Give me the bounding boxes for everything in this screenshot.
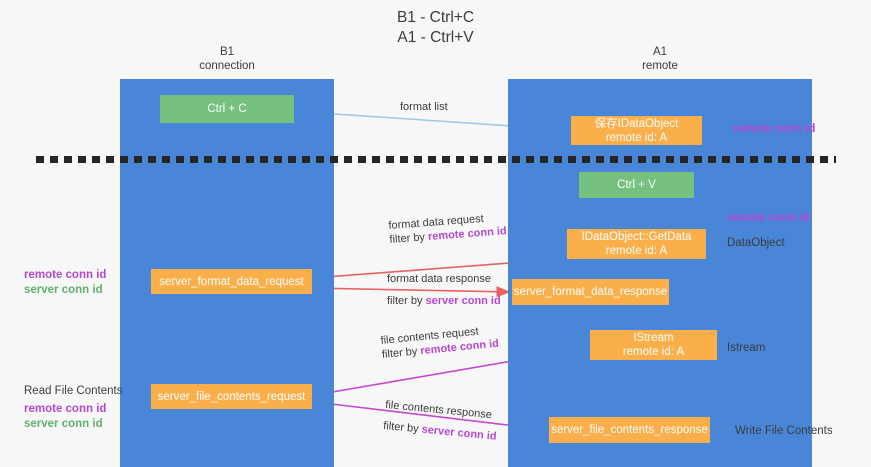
node-ctrl-c[interactable]: Ctrl + C <box>160 95 294 123</box>
column-header-a1-line2: remote <box>642 59 678 72</box>
filter-by-prefix: filter by <box>389 231 429 246</box>
node-server-file-contents-request-label: server_file_contents_request <box>157 390 306 403</box>
filter-by-prefix: filter by <box>382 419 423 436</box>
annotation-left-server-conn-id-2: server conn id <box>24 418 103 430</box>
keyword-server-conn-id: server conn id <box>425 295 501 307</box>
annotation-istream: Istream <box>727 342 766 354</box>
node-ctrl-c-label: Ctrl + C <box>207 103 247 115</box>
node-istream-line1: IStream <box>633 332 674 344</box>
phase-divider <box>36 156 836 163</box>
column-header-b1: B1 connection <box>120 46 334 73</box>
node-save-idataobject-line2: remote id: A <box>605 131 668 144</box>
annotation-read-file-contents: Read File Contents <box>24 385 123 397</box>
annotation-group-left-bottom: remote conn id server conn id <box>24 402 106 432</box>
node-server-format-data-request-label: server_format_data_request <box>159 275 304 288</box>
node-server-format-data-request[interactable]: server_format_data_request <box>151 269 312 294</box>
filter-by-prefix: filter by <box>381 345 421 361</box>
arrow-format-data-response <box>311 286 511 298</box>
node-server-file-contents-response[interactable]: server_file_contents_response <box>549 417 710 443</box>
annotation-write-file-contents: Write File Contents <box>735 425 833 437</box>
node-server-format-data-response-label: server_format_data_response <box>513 286 668 298</box>
node-idataobject-getdata-line2: remote id: A <box>605 245 668 257</box>
node-ctrl-v-label: Ctrl + V <box>617 179 656 191</box>
annotation-left-remote-conn-id-1: remote conn id <box>24 269 107 281</box>
node-save-idataobject[interactable]: 保存IDataObject remote id: A <box>571 116 702 145</box>
node-server-file-contents-request[interactable]: server_file_contents_request <box>151 384 312 409</box>
annotation-remote-conn-id-mid: remote conn id <box>727 212 810 224</box>
edge-label-format-data-response: format data response filter by server co… <box>387 272 501 308</box>
page-title: B1 - Ctrl+C A1 - Ctrl+V <box>0 8 871 48</box>
edge-label-format-data-response-line2: filter by server conn id <box>387 294 501 308</box>
column-header-b1-line1: B1 <box>219 46 235 58</box>
column-header-a1: A1 remote <box>508 46 812 73</box>
annotation-left-server-conn-id-1: server conn id <box>24 284 103 296</box>
node-save-idataobject-line1: 保存IDataObject <box>594 117 679 130</box>
column-header-b1-line2: connection <box>199 59 255 72</box>
edge-label-format-list-line1: format list <box>400 101 448 113</box>
annotation-group-left-top: remote conn id server conn id <box>24 268 106 298</box>
node-server-file-contents-response-label: server_file_contents_response <box>551 424 708 436</box>
node-istream[interactable]: IStream remote id: A <box>590 330 717 360</box>
filter-by-prefix: filter by <box>387 295 426 307</box>
edge-label-format-data-response-line1: format data response <box>387 273 491 285</box>
edge-label-format-list: format list <box>400 100 448 114</box>
annotation-dataobject: DataObject <box>727 237 785 249</box>
title-line-2: A1 - Ctrl+V <box>397 29 474 46</box>
node-server-format-data-response[interactable]: server_format_data_response <box>512 279 669 305</box>
node-idataobject-getdata[interactable]: IDataObject::GetData remote id: A <box>567 229 706 259</box>
node-ctrl-v[interactable]: Ctrl + V <box>579 172 694 198</box>
node-istream-line2: remote id: A <box>622 346 685 358</box>
title-line-1: B1 - Ctrl+C <box>396 9 475 26</box>
annotation-left-remote-conn-id-2: remote conn id <box>24 403 107 415</box>
annotation-remote-conn-id-top: remote conn id <box>733 123 816 135</box>
column-header-a1-line1: A1 <box>652 46 668 58</box>
node-idataobject-getdata-line1: IDataObject::GetData <box>581 231 692 243</box>
